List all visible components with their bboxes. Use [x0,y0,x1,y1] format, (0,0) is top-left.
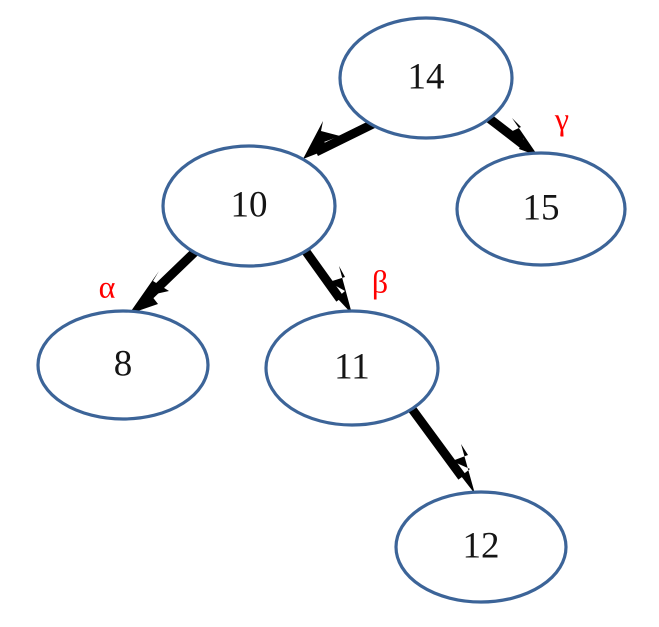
node-ellipse[interactable] [338,16,514,140]
edge-group [129,112,538,494]
node-label: 15 [523,187,560,228]
edge-line [408,406,466,480]
node-14[interactable]: 14 [338,16,514,140]
node-12[interactable]: 12 [394,490,568,604]
edge-line [298,243,344,302]
node-15[interactable]: 15 [455,151,627,267]
arrowhead-icon [329,266,352,314]
arrowhead-icon [452,444,475,494]
node-label: 8 [114,343,133,384]
node-label: 14 [408,56,445,97]
edge-line [483,112,528,150]
node-ellipse[interactable] [264,309,440,427]
node-label: 12 [463,525,500,566]
node-ellipse[interactable] [36,309,210,421]
node-8[interactable]: 8 [36,309,210,421]
node-label: 10 [231,184,268,225]
node-11[interactable]: 11 [264,309,440,427]
arrowhead-icon [129,271,169,314]
node-label: 11 [334,346,370,387]
arrowhead-icon [303,121,340,159]
edge-label-beta: β [372,263,388,299]
edge-label-gamma: γ [554,100,569,136]
edge-10-to-8 [129,244,203,314]
node-group: 14 10 15 8 11 12 [36,16,627,604]
edge-10-to-11 [298,243,352,314]
edge-label-group: α β γ [99,100,569,304]
node-ellipse[interactable] [455,151,627,267]
arrowhead-icon [506,118,538,156]
node-ellipse[interactable] [394,490,568,604]
edge-label-alpha: α [99,268,116,304]
edge-11-to-12 [408,406,475,494]
node-10[interactable]: 10 [161,144,337,268]
edge-14-to-15 [483,112,538,156]
node-ellipse[interactable] [161,144,337,268]
edge-14-to-10 [303,115,383,159]
